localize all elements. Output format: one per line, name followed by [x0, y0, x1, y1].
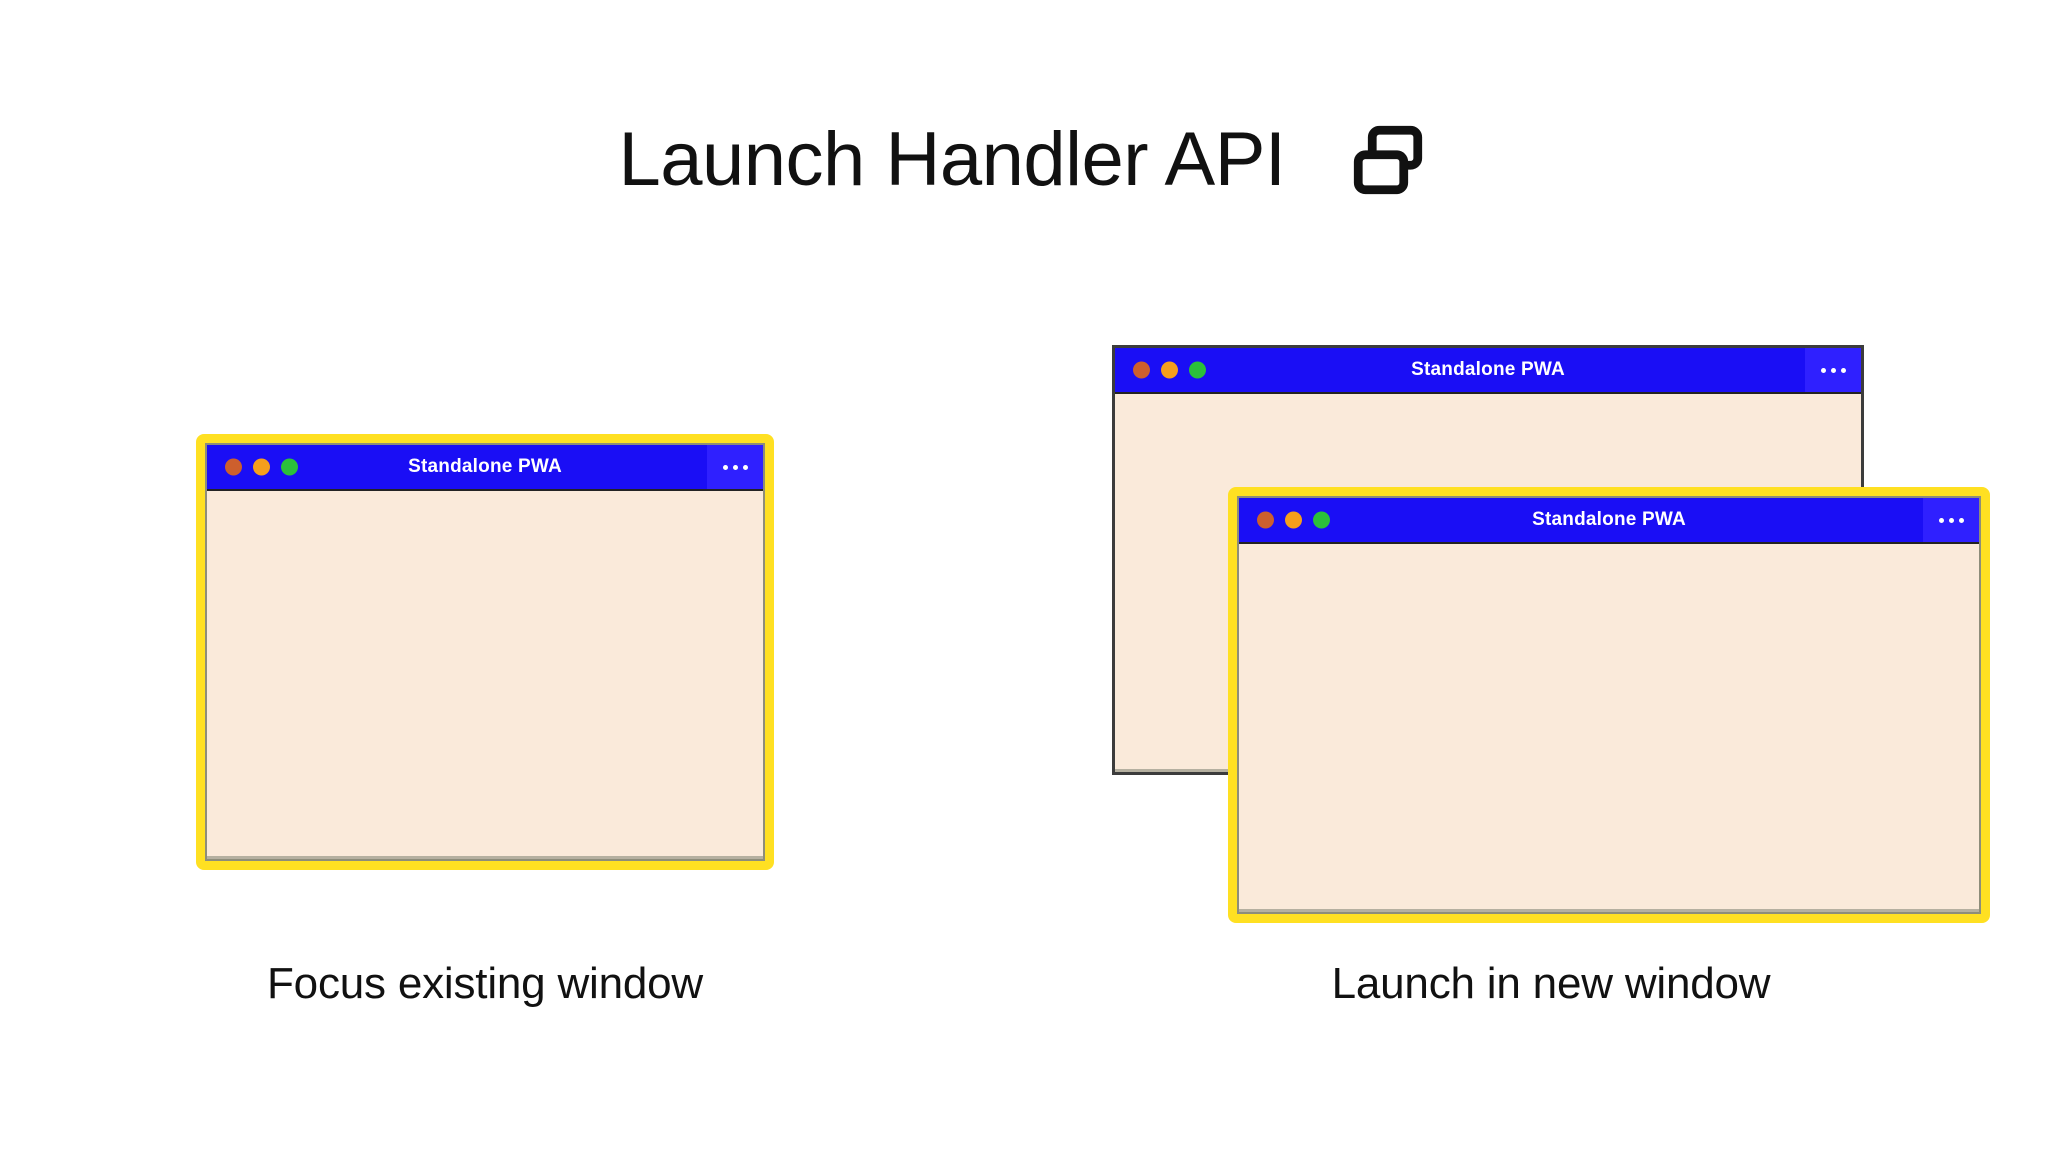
- window-titlebar[interactable]: Standalone PWA: [1239, 498, 1979, 544]
- window-titlebar[interactable]: Standalone PWA: [207, 445, 763, 491]
- caption-launch-in-new-window: Launch in new window: [1331, 959, 1771, 1008]
- window-controls[interactable]: [1133, 361, 1206, 379]
- overflow-menu-icon[interactable]: [1923, 498, 1979, 542]
- maximize-button[interactable]: [281, 458, 298, 476]
- standalone-pwa-window-focused[interactable]: Standalone PWA: [196, 434, 774, 870]
- menu-dot: [722, 464, 728, 470]
- overflow-menu-icon[interactable]: [1805, 348, 1861, 392]
- overflow-menu-icon[interactable]: [707, 445, 763, 489]
- maximize-button[interactable]: [1313, 511, 1330, 529]
- menu-dot: [1820, 367, 1826, 373]
- window-title: Standalone PWA: [1532, 509, 1686, 530]
- two-windows-icon: [1353, 125, 1422, 195]
- close-button[interactable]: [225, 458, 242, 476]
- menu-dot: [1840, 367, 1846, 373]
- window-controls[interactable]: [1257, 511, 1330, 529]
- caption-focus-existing-window: Focus existing window: [267, 959, 703, 1008]
- window-inner: Standalone PWA: [205, 443, 765, 861]
- menu-dot: [1830, 367, 1836, 373]
- window-titlebar[interactable]: Standalone PWA: [1115, 348, 1861, 394]
- menu-dot: [1938, 517, 1944, 523]
- page-header: Launch Handler API: [0, 118, 2048, 202]
- menu-dot: [732, 464, 738, 470]
- menu-dot: [1948, 517, 1954, 523]
- close-button[interactable]: [1257, 511, 1274, 529]
- window-controls[interactable]: [225, 458, 298, 476]
- page-title: Launch Handler API: [618, 117, 1286, 202]
- minimize-button[interactable]: [1161, 361, 1178, 379]
- standalone-pwa-window-new[interactable]: Standalone PWA: [1228, 487, 1990, 923]
- menu-dot: [1958, 517, 1964, 523]
- window-inner: Standalone PWA: [1237, 496, 1981, 914]
- menu-dot: [742, 464, 748, 470]
- window-content-area: [207, 491, 763, 859]
- window-content-area: [1239, 544, 1979, 912]
- close-button[interactable]: [1133, 361, 1150, 379]
- minimize-button[interactable]: [253, 458, 270, 476]
- window-title: Standalone PWA: [1411, 359, 1565, 380]
- minimize-button[interactable]: [1285, 511, 1302, 529]
- maximize-button[interactable]: [1189, 361, 1206, 379]
